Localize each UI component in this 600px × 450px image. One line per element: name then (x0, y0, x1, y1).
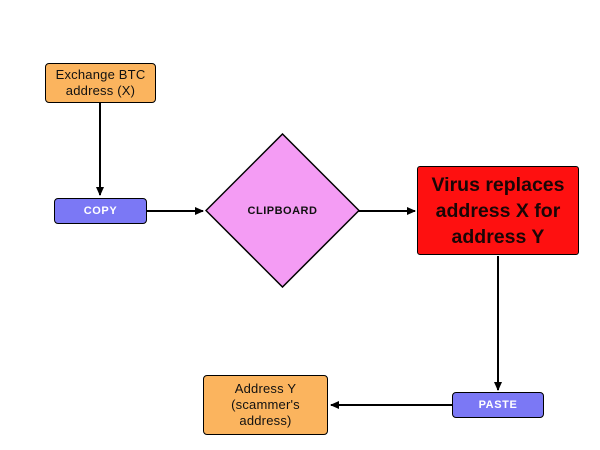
diamond-shape (205, 133, 360, 288)
paste-node: PASTE (452, 392, 544, 418)
clipboard-label: CLIPBOARD (247, 204, 318, 217)
exchange-btc-address-box: Exchange BTC address (X) (45, 63, 156, 103)
clipboard-diamond: CLIPBOARD (205, 133, 360, 288)
virus-replaces-box: Virus replaces address X for address Y (417, 166, 579, 255)
scammer-address-box: Address Y (scammer's address) (203, 375, 328, 435)
copy-node: COPY (54, 198, 147, 224)
